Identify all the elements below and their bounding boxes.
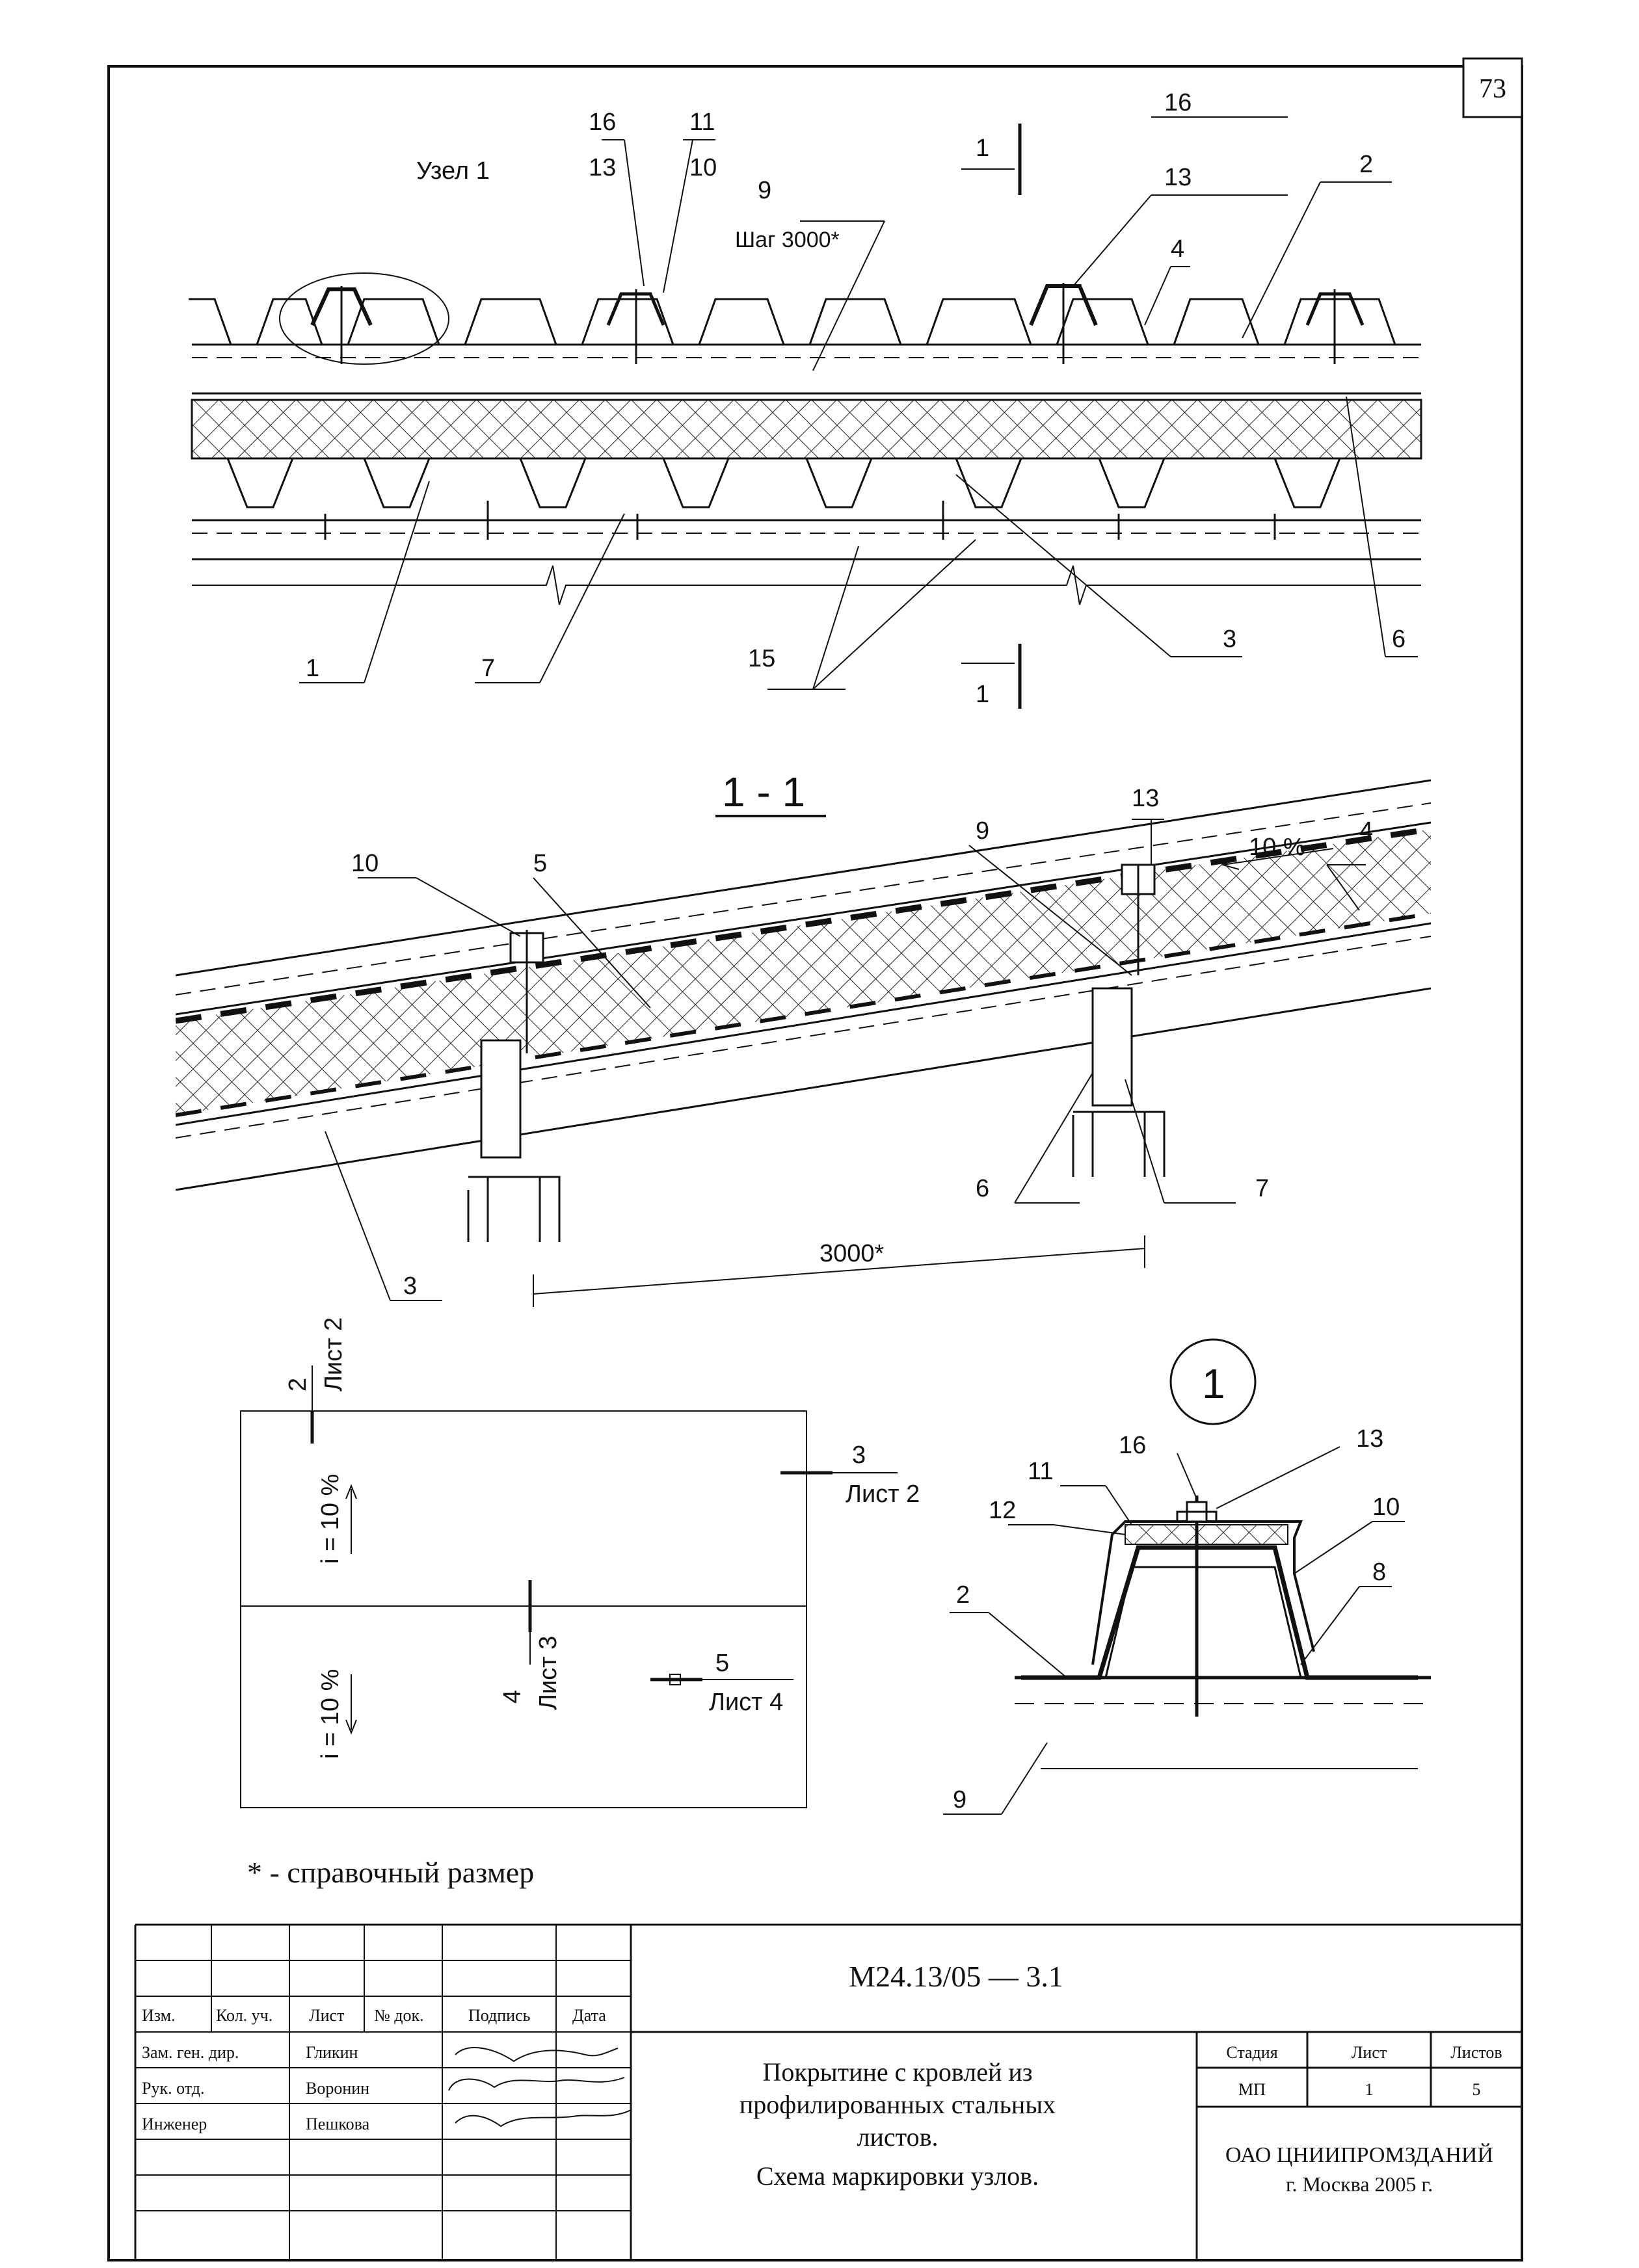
- detail-labels: 1 16 13 11 12 10 2 8 9: [953, 1360, 1400, 1813]
- top-view: [189, 116, 1422, 709]
- callout-15: 15: [748, 645, 775, 672]
- callout-13b: 13: [1164, 164, 1192, 191]
- drawing-frame: [107, 57, 1523, 2261]
- mark-3-num: 3: [852, 1442, 866, 1469]
- stage-header: Стадия: [1226, 2043, 1277, 2062]
- det-callout-8: 8: [1372, 1559, 1386, 1586]
- signature-glikin: [455, 2047, 619, 2063]
- sec-callout-9: 9: [976, 817, 989, 845]
- dimension-label: 3000*: [820, 1240, 885, 1267]
- plan-slope-lower: i = 10 %: [317, 1669, 344, 1759]
- role-3: Инженер: [142, 2115, 207, 2133]
- hdr-izm: Изм.: [142, 2006, 176, 2025]
- title-block-text: М24.13/05 — 3.1 Изм. Кол. уч. Лист № док…: [142, 1960, 1502, 2196]
- section-labels: 1 - 1 10 % 3000* 10 5 9 13 4 6 7 3: [351, 769, 1373, 1300]
- det-callout-11: 11: [1028, 1458, 1053, 1485]
- callout-9: 9: [758, 177, 771, 204]
- hdr-list: Лист: [309, 2006, 344, 2025]
- callout-10: 10: [689, 154, 717, 181]
- sheet-value: 1: [1365, 2080, 1374, 2099]
- sec-callout-13: 13: [1132, 785, 1159, 812]
- sec-callout-4: 4: [1359, 817, 1373, 845]
- sec-callout-7: 7: [1255, 1175, 1269, 1202]
- section-view: [176, 779, 1431, 1307]
- callout-6: 6: [1392, 626, 1406, 653]
- det-callout-10: 10: [1372, 1494, 1400, 1521]
- sheets-header: Листов: [1450, 2043, 1502, 2062]
- slope-label: 10 %: [1249, 834, 1305, 861]
- det-callout-9: 9: [953, 1786, 966, 1813]
- signature-voronin: [448, 2077, 625, 2091]
- callout-2: 2: [1359, 151, 1373, 178]
- mark-4-sheet: Лист 3: [535, 1636, 562, 1710]
- reference-note: * - справочный размер: [247, 1856, 534, 1889]
- section-title: 1 - 1: [722, 769, 805, 815]
- title-line-1: Покрытине с кровлей из: [762, 2057, 1032, 2087]
- plan-labels: i = 10 % i = 10 % 2 Лист 2 3 Лист 2 4 Ли…: [284, 1317, 920, 1759]
- sec-callout-5: 5: [533, 850, 547, 877]
- callout-16b: 16: [1164, 89, 1192, 116]
- detail-view: [943, 1338, 1431, 1815]
- callout-4: 4: [1171, 235, 1184, 263]
- node-label: Узел 1: [416, 157, 490, 185]
- detail-title: 1: [1202, 1360, 1225, 1407]
- document-code: М24.13/05 — 3.1: [849, 1960, 1063, 1993]
- sheet-header: Лист: [1352, 2043, 1387, 2062]
- title-line-2: профилированных стальных: [740, 2090, 1056, 2119]
- det-callout-12: 12: [989, 1497, 1016, 1524]
- plan-view: [240, 1365, 898, 1808]
- stage-value: МП: [1238, 2080, 1266, 2099]
- name-2: Воронин: [306, 2079, 369, 2098]
- top-view-labels: Узел 1 Шаг 3000* 16 13 11 10 9 16 13 4 2…: [306, 89, 1406, 708]
- callout-1: 1: [306, 655, 319, 682]
- callout-3: 3: [1223, 626, 1236, 653]
- callout-16: 16: [589, 109, 616, 136]
- signature-peshkova: [455, 2109, 632, 2128]
- det-callout-16: 16: [1119, 1432, 1146, 1459]
- mark-2-num: 2: [284, 1378, 312, 1391]
- sheets-value: 5: [1472, 2080, 1481, 2099]
- title-block: [134, 1923, 1522, 2260]
- hdr-doc: № док.: [374, 2006, 424, 2025]
- mark-5-sheet: Лист 4: [709, 1689, 783, 1716]
- role-1: Зам. ген. дир.: [142, 2043, 239, 2062]
- sheet-number: 73: [1479, 74, 1506, 104]
- step-label: Шаг 3000*: [735, 228, 840, 252]
- hdr-date: Дата: [572, 2006, 606, 2025]
- callout-7: 7: [481, 655, 495, 682]
- title-line-3: листов.: [857, 2122, 939, 2152]
- section-mark-top: 1: [976, 135, 989, 162]
- role-2: Рук. отд.: [142, 2079, 205, 2098]
- mark-2-sheet: Лист 2: [320, 1317, 347, 1391]
- hdr-kol: Кол. уч.: [216, 2006, 273, 2025]
- plan-slope-upper: i = 10 %: [317, 1474, 344, 1564]
- organization: ОАО ЦНИИПРОМЗДАНИЙ: [1225, 2143, 1493, 2167]
- mark-3-sheet: Лист 2: [846, 1481, 920, 1508]
- sec-callout-6: 6: [976, 1175, 989, 1202]
- sec-callout-3: 3: [403, 1272, 417, 1300]
- det-callout-2: 2: [956, 1581, 970, 1609]
- hdr-sign: Подпись: [468, 2006, 531, 2025]
- sec-callout-10: 10: [351, 850, 379, 877]
- callout-11: 11: [689, 109, 715, 136]
- name-3: Пешкова: [306, 2115, 370, 2133]
- mark-4-num: 4: [499, 1690, 526, 1704]
- city-year: г. Москва 2005 г.: [1286, 2172, 1433, 2196]
- title-line-4: Схема маркировки узлов.: [756, 2161, 1039, 2191]
- callout-13: 13: [589, 154, 616, 181]
- section-mark-bottom: 1: [976, 681, 989, 708]
- mark-5-num: 5: [715, 1650, 729, 1677]
- name-1: Гликин: [306, 2043, 358, 2062]
- det-callout-13: 13: [1356, 1425, 1383, 1453]
